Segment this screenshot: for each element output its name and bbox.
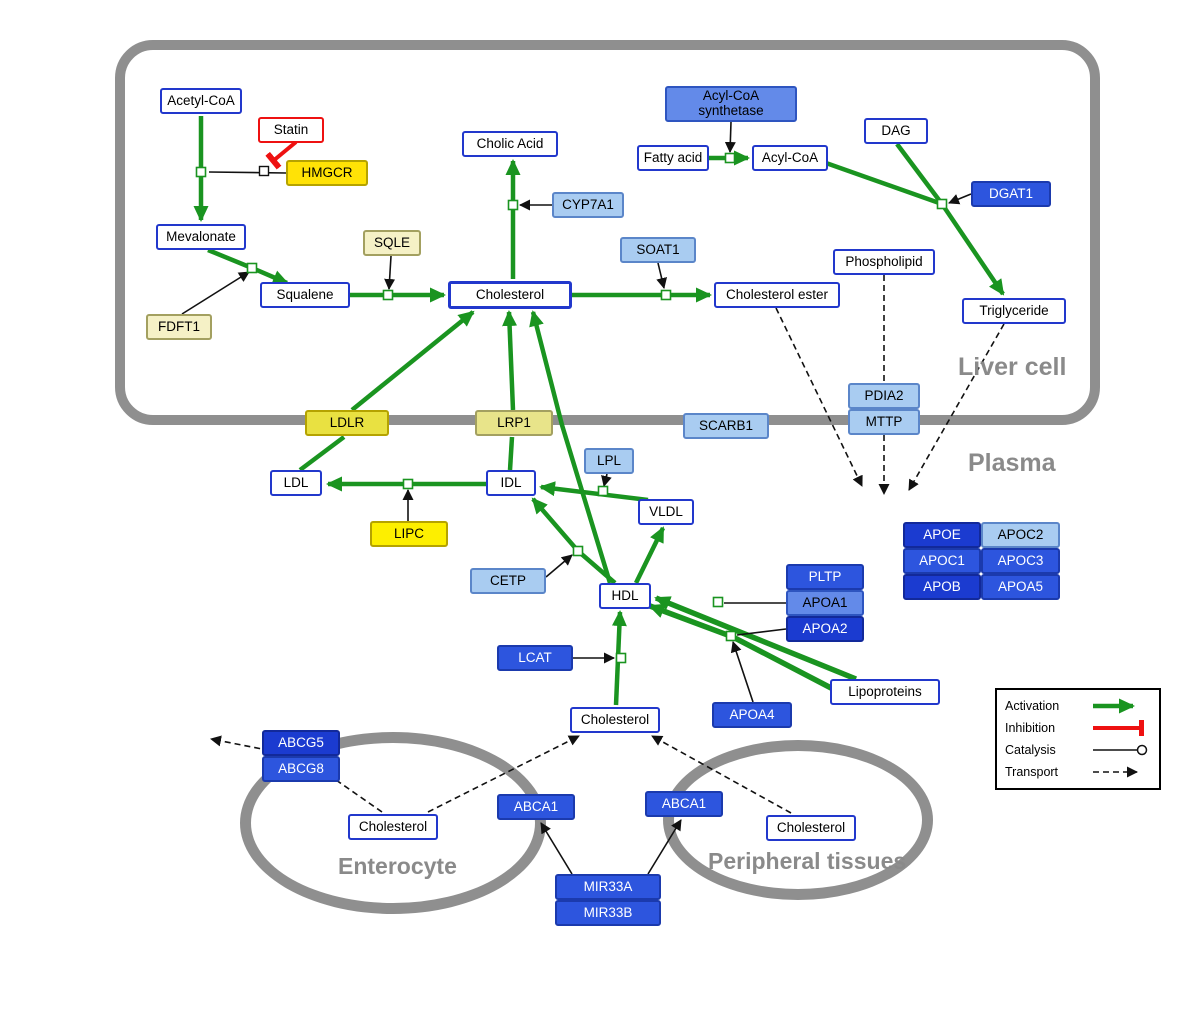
node-vldl[interactable]: VLDL <box>638 499 694 525</box>
node-cholic-acid[interactable]: Cholic Acid <box>462 131 558 157</box>
transport-arrow-icon <box>1093 766 1138 778</box>
reaction-node-7 <box>402 478 414 490</box>
legend-row-inhibition: Inhibition <box>1005 717 1151 739</box>
liver-cell-compartment <box>115 40 1100 425</box>
edge-activation-line-11 <box>507 436 515 471</box>
node-cholesterol-liver[interactable]: Cholesterol <box>448 281 572 309</box>
node-phospholipid[interactable]: Phospholipid <box>833 249 935 275</box>
node-cetp[interactable]: CETP <box>470 568 546 594</box>
edge-activation-line-9 <box>298 435 346 472</box>
node-lcat[interactable]: LCAT <box>497 645 573 671</box>
edge-catalysis-34 <box>730 641 754 703</box>
peripheral-tissues-label: Peripheral tissues <box>708 848 907 874</box>
activation-arrow-icon <box>1093 698 1135 714</box>
node-fdft1[interactable]: FDFT1 <box>146 314 212 340</box>
legend-row-transport: Transport <box>1005 761 1151 783</box>
node-apoc1[interactable]: APOC1 <box>903 548 981 574</box>
node-lrp1[interactable]: LRP1 <box>475 410 553 436</box>
node-hmgcr[interactable]: HMGCR <box>286 160 368 186</box>
node-apoa2[interactable]: APOA2 <box>786 616 864 642</box>
node-apoa4[interactable]: APOA4 <box>712 702 792 728</box>
plasma-label: Plasma <box>968 449 1056 477</box>
edge-catalysis-29 <box>601 473 612 487</box>
liver-cell-label: Liver cell <box>958 353 1067 381</box>
node-cholesterol-ester[interactable]: Cholesterol ester <box>714 282 840 308</box>
enterocyte-label: Enterocyte <box>338 853 457 879</box>
node-acyl-coa2[interactable]: Acyl-CoA <box>752 145 828 171</box>
reaction-node-10 <box>615 652 627 664</box>
edge-catalysis-30 <box>545 554 573 578</box>
catalysis-line-icon <box>1093 744 1148 756</box>
node-lipc[interactable]: LIPC <box>370 521 448 547</box>
reaction-node-11 <box>712 596 724 608</box>
node-triglyceride[interactable]: Triglyceride <box>962 298 1066 324</box>
edge-plain-33 <box>736 628 787 636</box>
node-ldlr[interactable]: LDLR <box>305 410 389 436</box>
legend-inhibition-label: Inhibition <box>1005 721 1056 735</box>
node-apob[interactable]: APOB <box>903 574 981 600</box>
edge-catalysis-35 <box>540 822 573 875</box>
node-cholesterol-plasma[interactable]: Cholesterol <box>570 707 660 733</box>
node-mir33a[interactable]: MIR33A <box>555 874 661 900</box>
node-fatty-acid[interactable]: Fatty acid <box>637 145 709 171</box>
reaction-node-9 <box>572 545 584 557</box>
node-soat1[interactable]: SOAT1 <box>620 237 696 263</box>
node-dag[interactable]: DAG <box>864 118 928 144</box>
node-mttp[interactable]: MTTP <box>848 409 920 435</box>
legend-box: Activation Inhibition Catalysis Transpor… <box>995 688 1161 790</box>
node-acetyl-coa[interactable]: Acetyl-CoA <box>160 88 242 114</box>
node-abca1-right[interactable]: ABCA1 <box>645 791 723 817</box>
node-apoa1[interactable]: APOA1 <box>786 590 864 616</box>
legend-activation-label: Activation <box>1005 699 1060 713</box>
node-abca1-left[interactable]: ABCA1 <box>497 794 575 820</box>
node-idl[interactable]: IDL <box>486 470 536 496</box>
node-hdl[interactable]: HDL <box>599 583 651 609</box>
edge-activation-14 <box>539 481 649 503</box>
node-lpl[interactable]: LPL <box>584 448 634 474</box>
legend-catalysis-label: Catalysis <box>1005 743 1056 757</box>
node-apoe[interactable]: APOE <box>903 522 981 548</box>
node-squalene[interactable]: Squalene <box>260 282 350 308</box>
node-mir33b[interactable]: MIR33B <box>555 900 661 926</box>
node-scarb1[interactable]: SCARB1 <box>683 413 769 439</box>
node-abcg8[interactable]: ABCG8 <box>262 756 340 782</box>
node-lipoproteins[interactable]: Lipoproteins <box>830 679 940 705</box>
legend-row-activation: Activation <box>1005 695 1151 717</box>
inhibition-bar-icon <box>1093 720 1144 736</box>
node-cholesterol-peripheral[interactable]: Cholesterol <box>766 815 856 841</box>
node-sqle[interactable]: SQLE <box>363 230 421 256</box>
node-pdia2[interactable]: PDIA2 <box>848 383 920 409</box>
reaction-node-8 <box>597 485 609 497</box>
node-cyp7a1[interactable]: CYP7A1 <box>552 192 624 218</box>
node-abcg5[interactable]: ABCG5 <box>262 730 340 756</box>
node-ldl[interactable]: LDL <box>270 470 322 496</box>
node-cholesterol-enterocyte[interactable]: Cholesterol <box>348 814 438 840</box>
node-apoa5[interactable]: APOA5 <box>981 574 1060 600</box>
node-acyl-coa-synthetase[interactable]: Acyl-CoA synthetase <box>665 86 797 122</box>
node-pltp[interactable]: PLTP <box>786 564 864 590</box>
node-mevalonate[interactable]: Mevalonate <box>156 224 246 250</box>
node-statin[interactable]: Statin <box>258 117 324 143</box>
edge-activation-18 <box>611 610 627 706</box>
node-dgat1[interactable]: DGAT1 <box>971 181 1051 207</box>
node-apoc2[interactable]: APOC2 <box>981 522 1060 548</box>
legend-transport-label: Transport <box>1005 765 1059 779</box>
reaction-node-12 <box>725 630 737 642</box>
node-apoc3[interactable]: APOC3 <box>981 548 1060 574</box>
edge-activation-16 <box>633 526 666 584</box>
legend-row-catalysis: Catalysis <box>1005 739 1151 761</box>
